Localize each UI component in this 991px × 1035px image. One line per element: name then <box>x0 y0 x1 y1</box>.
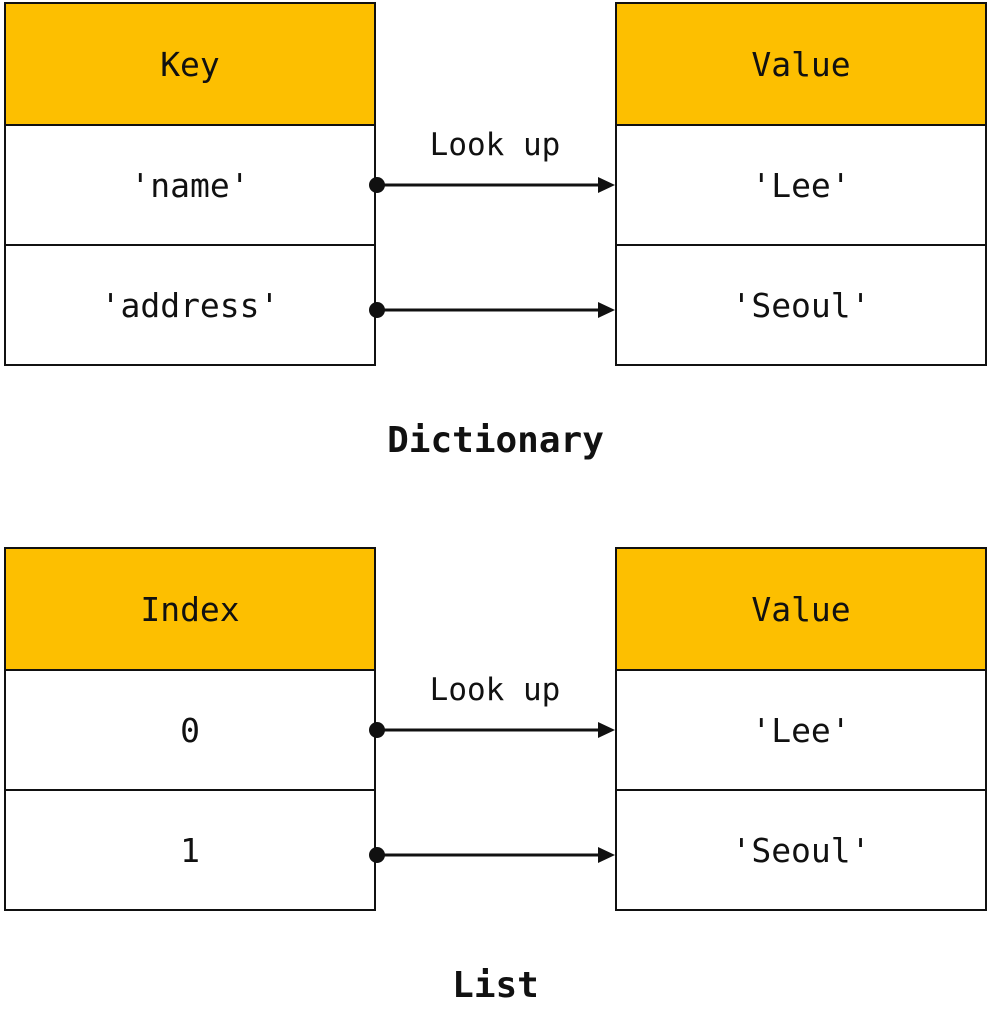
diagram-title: Dictionary <box>387 420 604 461</box>
key-cell: 'address' <box>6 244 374 364</box>
index-cell: 0 <box>6 669 374 789</box>
list-arrows <box>369 722 615 863</box>
dictionary-value-table: Value 'Lee' 'Seoul' <box>615 2 987 366</box>
index-header: Index <box>6 549 374 669</box>
dictionary-key-table: Key 'name' 'address' <box>4 2 376 366</box>
list-value-table: Value 'Lee' 'Seoul' <box>615 547 987 911</box>
value-cell: 'Lee' <box>617 669 985 789</box>
key-cell: 'name' <box>6 124 374 244</box>
value-cell: 'Seoul' <box>617 244 985 364</box>
lookup-arrow <box>369 847 615 863</box>
index-cell: 1 <box>6 789 374 909</box>
value-cell: 'Lee' <box>617 124 985 244</box>
dictionary-arrows <box>369 177 615 318</box>
value-cell: 'Seoul' <box>617 789 985 909</box>
lookup-label: Look up <box>429 672 561 708</box>
lookup-arrow <box>369 177 615 193</box>
lookup-label: Look up <box>429 127 561 163</box>
lookup-arrow <box>369 302 615 318</box>
key-header: Key <box>6 4 374 124</box>
lookup-arrow <box>369 722 615 738</box>
list-diagram: Index 0 1 Value 'Lee' 'Seoul' Look up Li… <box>0 545 991 1035</box>
value-header: Value <box>617 4 985 124</box>
diagram-title: List <box>452 965 539 1006</box>
dictionary-diagram: Key 'name' 'address' Value 'Lee' 'Seoul'… <box>0 0 991 500</box>
list-index-table: Index 0 1 <box>4 547 376 911</box>
value-header: Value <box>617 549 985 669</box>
